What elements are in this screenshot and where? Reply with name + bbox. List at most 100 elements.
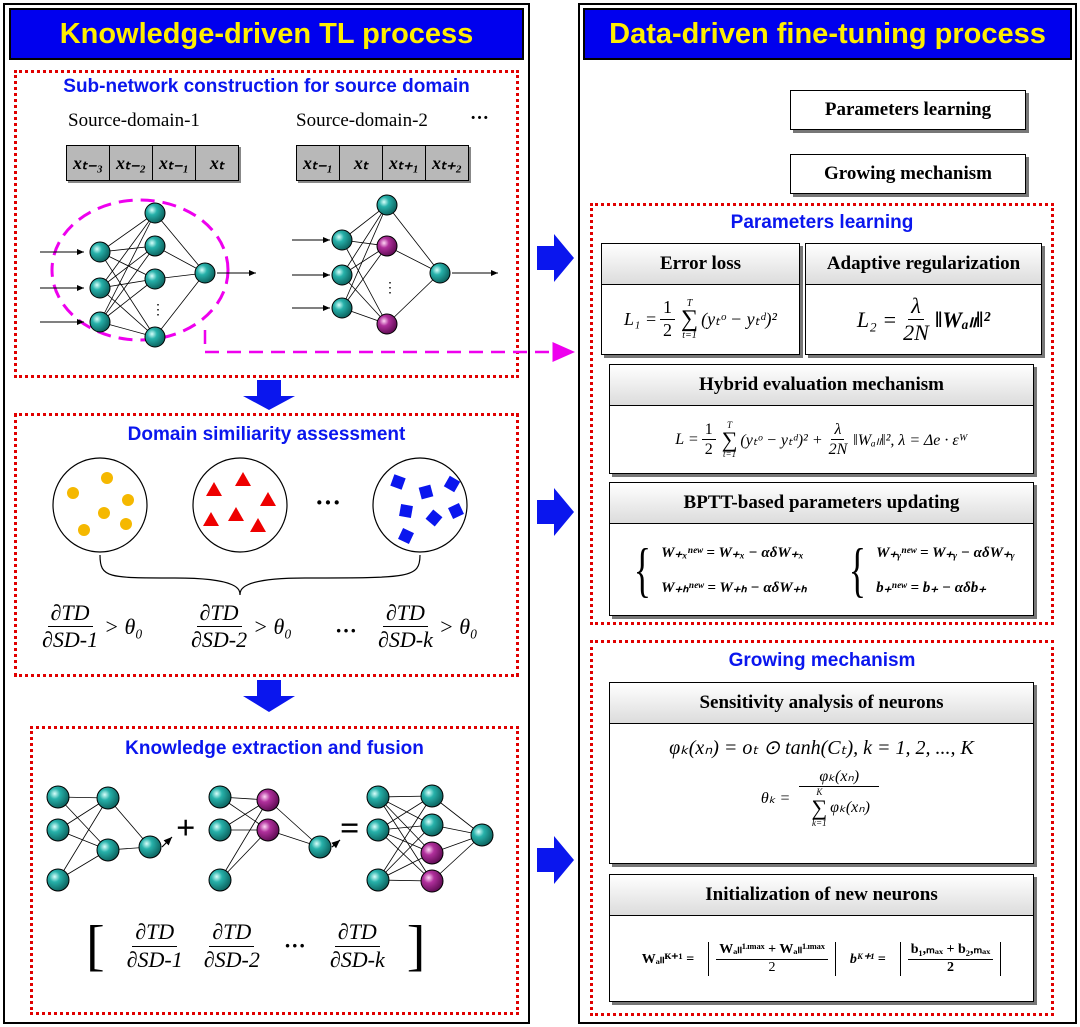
eq-numerator: φₖ(xₙ)	[799, 767, 880, 788]
condition-rhs: > θ₀	[104, 613, 143, 639]
bptt-equation: W₊ₕⁿᵉʷ = W₊ₕ − αδW₊ₕ	[661, 580, 807, 596]
init-b-lhs: bᴷ⁺¹ =	[849, 951, 886, 967]
condition-denominator: ∂SD-1	[42, 627, 99, 653]
sum-top: K	[816, 787, 823, 798]
source1-cell: xₜ	[209, 152, 225, 173]
bptt-group-left: { W₊ₓⁿᵉʷ = W₊ₓ − αδW₊ₓ W₊ₕⁿᵉʷ = W₊ₕ − αδ…	[634, 537, 807, 603]
fusion-equals: =	[340, 810, 360, 847]
vector-close-bracket: ]	[406, 915, 426, 977]
init-b-numerator: b₁,ₘₐₓ + b₂,ₘₐₓ	[907, 942, 994, 960]
bptt-equations: { W₊ₓⁿᵉʷ = W₊ₓ − αδW₊ₓ W₊ₕⁿᵉʷ = W₊ₕ − αδ…	[610, 525, 1033, 615]
growing-mechanism-box: Growing mechanism	[790, 154, 1026, 194]
right-arrow-2	[537, 488, 574, 536]
bptt-equation: b₊ⁿᵉʷ = b₊ − αδb₊	[876, 580, 987, 596]
init-w-denominator: 2	[768, 959, 776, 975]
eq-body: (yₜᵒ − yₜᵈ)² +	[740, 431, 823, 449]
condition-ellipsis: ···	[335, 618, 358, 643]
condition-denominator: ∂SD-2	[191, 627, 248, 653]
params-learning-box: Parameters learning	[790, 90, 1026, 130]
vector-open-bracket: [	[86, 915, 105, 977]
similarity-ellipsis: ···	[315, 488, 342, 517]
vector-denominator: ∂SD-k	[329, 946, 385, 972]
eq-body: ‖Wₐₗₗ‖²	[934, 306, 991, 332]
sum-top: T	[686, 297, 693, 309]
sub-network-section	[14, 70, 519, 378]
sub-network-title: Sub-network construction for source doma…	[63, 76, 470, 97]
source2-cell: xₜ₊₁	[383, 146, 426, 180]
init-b-denominator: 2	[946, 959, 954, 975]
similarity-condition-k: ∂TD∂SD-k > θ₀	[372, 600, 478, 654]
source2-cell: xₜ₊₂	[431, 152, 463, 173]
similarity-title: Domain similiarity assessment	[127, 424, 406, 445]
sensitivity-box: Sensitivity analysis of neurons φₖ(xₙ) =…	[609, 682, 1034, 864]
vector-denominator: ∂SD-2	[203, 946, 260, 972]
error-loss-title: Error loss	[602, 244, 799, 285]
left-panel-title: Knowledge-driven TL process	[9, 8, 524, 60]
eq-lhs: θₖ =	[760, 789, 791, 807]
sum-bottom: k=1	[812, 817, 827, 828]
bptt-box: BPTT-based parameters updating { W₊ₓⁿᵉʷ …	[609, 482, 1034, 616]
similarity-section	[14, 413, 519, 677]
right-arrow-1	[537, 234, 574, 282]
right-panel-title: Data-driven fine-tuning process	[583, 8, 1072, 60]
eq-denominator: φₖ(xₙ)	[830, 799, 870, 817]
sensitivity-eq2: θₖ = φₖ(xₙ) K∑k=1 φₖ(xₙ)	[610, 767, 1033, 829]
condition-numerator: ∂TD	[47, 600, 93, 628]
sensitivity-eq1: φₖ(xₙ) = oₜ ⊙ tanh(Cₜ), k = 1, 2, ..., K	[669, 737, 974, 759]
hybrid-title: Hybrid evaluation mechanism	[610, 365, 1033, 406]
init-box: Initialization of new neurons Wₐₗₗᴷ⁺¹ = …	[609, 874, 1034, 1002]
growing-section	[590, 640, 1054, 1016]
eq-coef-num: λ	[831, 420, 845, 440]
source1-cell: xₜ₋₁	[153, 146, 196, 180]
condition-rhs: > θ₀	[253, 613, 292, 639]
condition-numerator: ∂TD	[382, 600, 428, 628]
eq-lhs: L₂ =	[856, 306, 898, 332]
condition-denominator: ∂SD-k	[378, 627, 433, 653]
vector-numerator: ∂TD	[209, 919, 255, 947]
init-w-lhs: Wₐₗₗᴷ⁺¹ =	[641, 951, 695, 967]
eq-body: (yₜᵒ − yₜᵈ)²	[701, 309, 777, 329]
fusion-plus: +	[176, 810, 196, 847]
sensitivity-title: Sensitivity analysis of neurons	[610, 683, 1033, 724]
vector-ellipsis: ···	[283, 933, 306, 958]
source1-sequence: xₜ₋₃ xₜ₋₂ xₜ₋₁ xₜ	[66, 145, 239, 181]
condition-rhs: > θ₀	[438, 613, 478, 639]
eq-coef-den: 2	[662, 320, 672, 340]
eq-lhs: L₁ =	[624, 309, 657, 329]
init-w-numerator: Wₐₗₗ¹ʴᵐᵃˣ + Wₐₗₗ¹ʴᵐᵃˣ	[716, 942, 828, 960]
sum-bottom: t=1	[723, 449, 737, 460]
eq-coef-den: 2N	[828, 441, 848, 458]
fusion-vector: [ ∂TD∂SD-1 ∂TD∂SD-2 ··· ∂TD∂SD-k ]	[86, 914, 425, 978]
bptt-title: BPTT-based parameters updating	[610, 483, 1033, 524]
source1-cell: xₜ₋₂	[110, 146, 153, 180]
eq-coef-num: 1	[701, 420, 716, 440]
growing-title: Growing mechanism	[728, 650, 916, 671]
eq-coef-num: λ	[908, 293, 924, 320]
sum-bottom: t=1	[682, 330, 697, 342]
fusion-section	[30, 726, 519, 1015]
source-domain-ellipsis: ···	[470, 108, 490, 129]
bptt-group-right: { W₊ᵧⁿᵉʷ = W₊ᵧ − αδW₊ᵧ b₊ⁿᵉʷ = b₊ − αδb₊	[849, 537, 1015, 603]
source-domain-2-label: Source-domain-2	[296, 110, 428, 131]
similarity-condition-2: ∂TD∂SD-2 > θ₀	[185, 600, 292, 654]
init-title: Initialization of new neurons	[610, 875, 1033, 916]
eq-coef-num: 1	[659, 297, 675, 320]
eq-body: ‖Wₐₗₗ‖², λ = Δe · εᵂ	[853, 431, 968, 449]
eq-lhs: L =	[675, 430, 699, 448]
bptt-equation: W₊ₓⁿᵉʷ = W₊ₓ − αδW₊ₓ	[661, 545, 804, 561]
source2-sequence: xₜ₋₁ xₜ xₜ₊₁ xₜ₊₂	[296, 145, 469, 181]
eq-coef-den: 2N	[903, 320, 929, 345]
condition-numerator: ∂TD	[196, 600, 242, 628]
vector-denominator: ∂SD-1	[126, 946, 183, 972]
bptt-equation: W₊ᵧⁿᵉʷ = W₊ᵧ − αδW₊ᵧ	[876, 545, 1015, 561]
eq-coef-den: 2	[704, 441, 713, 458]
source-domain-1-label: Source-domain-1	[68, 110, 200, 131]
sum-top: T	[727, 419, 733, 430]
fusion-title: Knowledge extraction and fusion	[125, 738, 424, 759]
